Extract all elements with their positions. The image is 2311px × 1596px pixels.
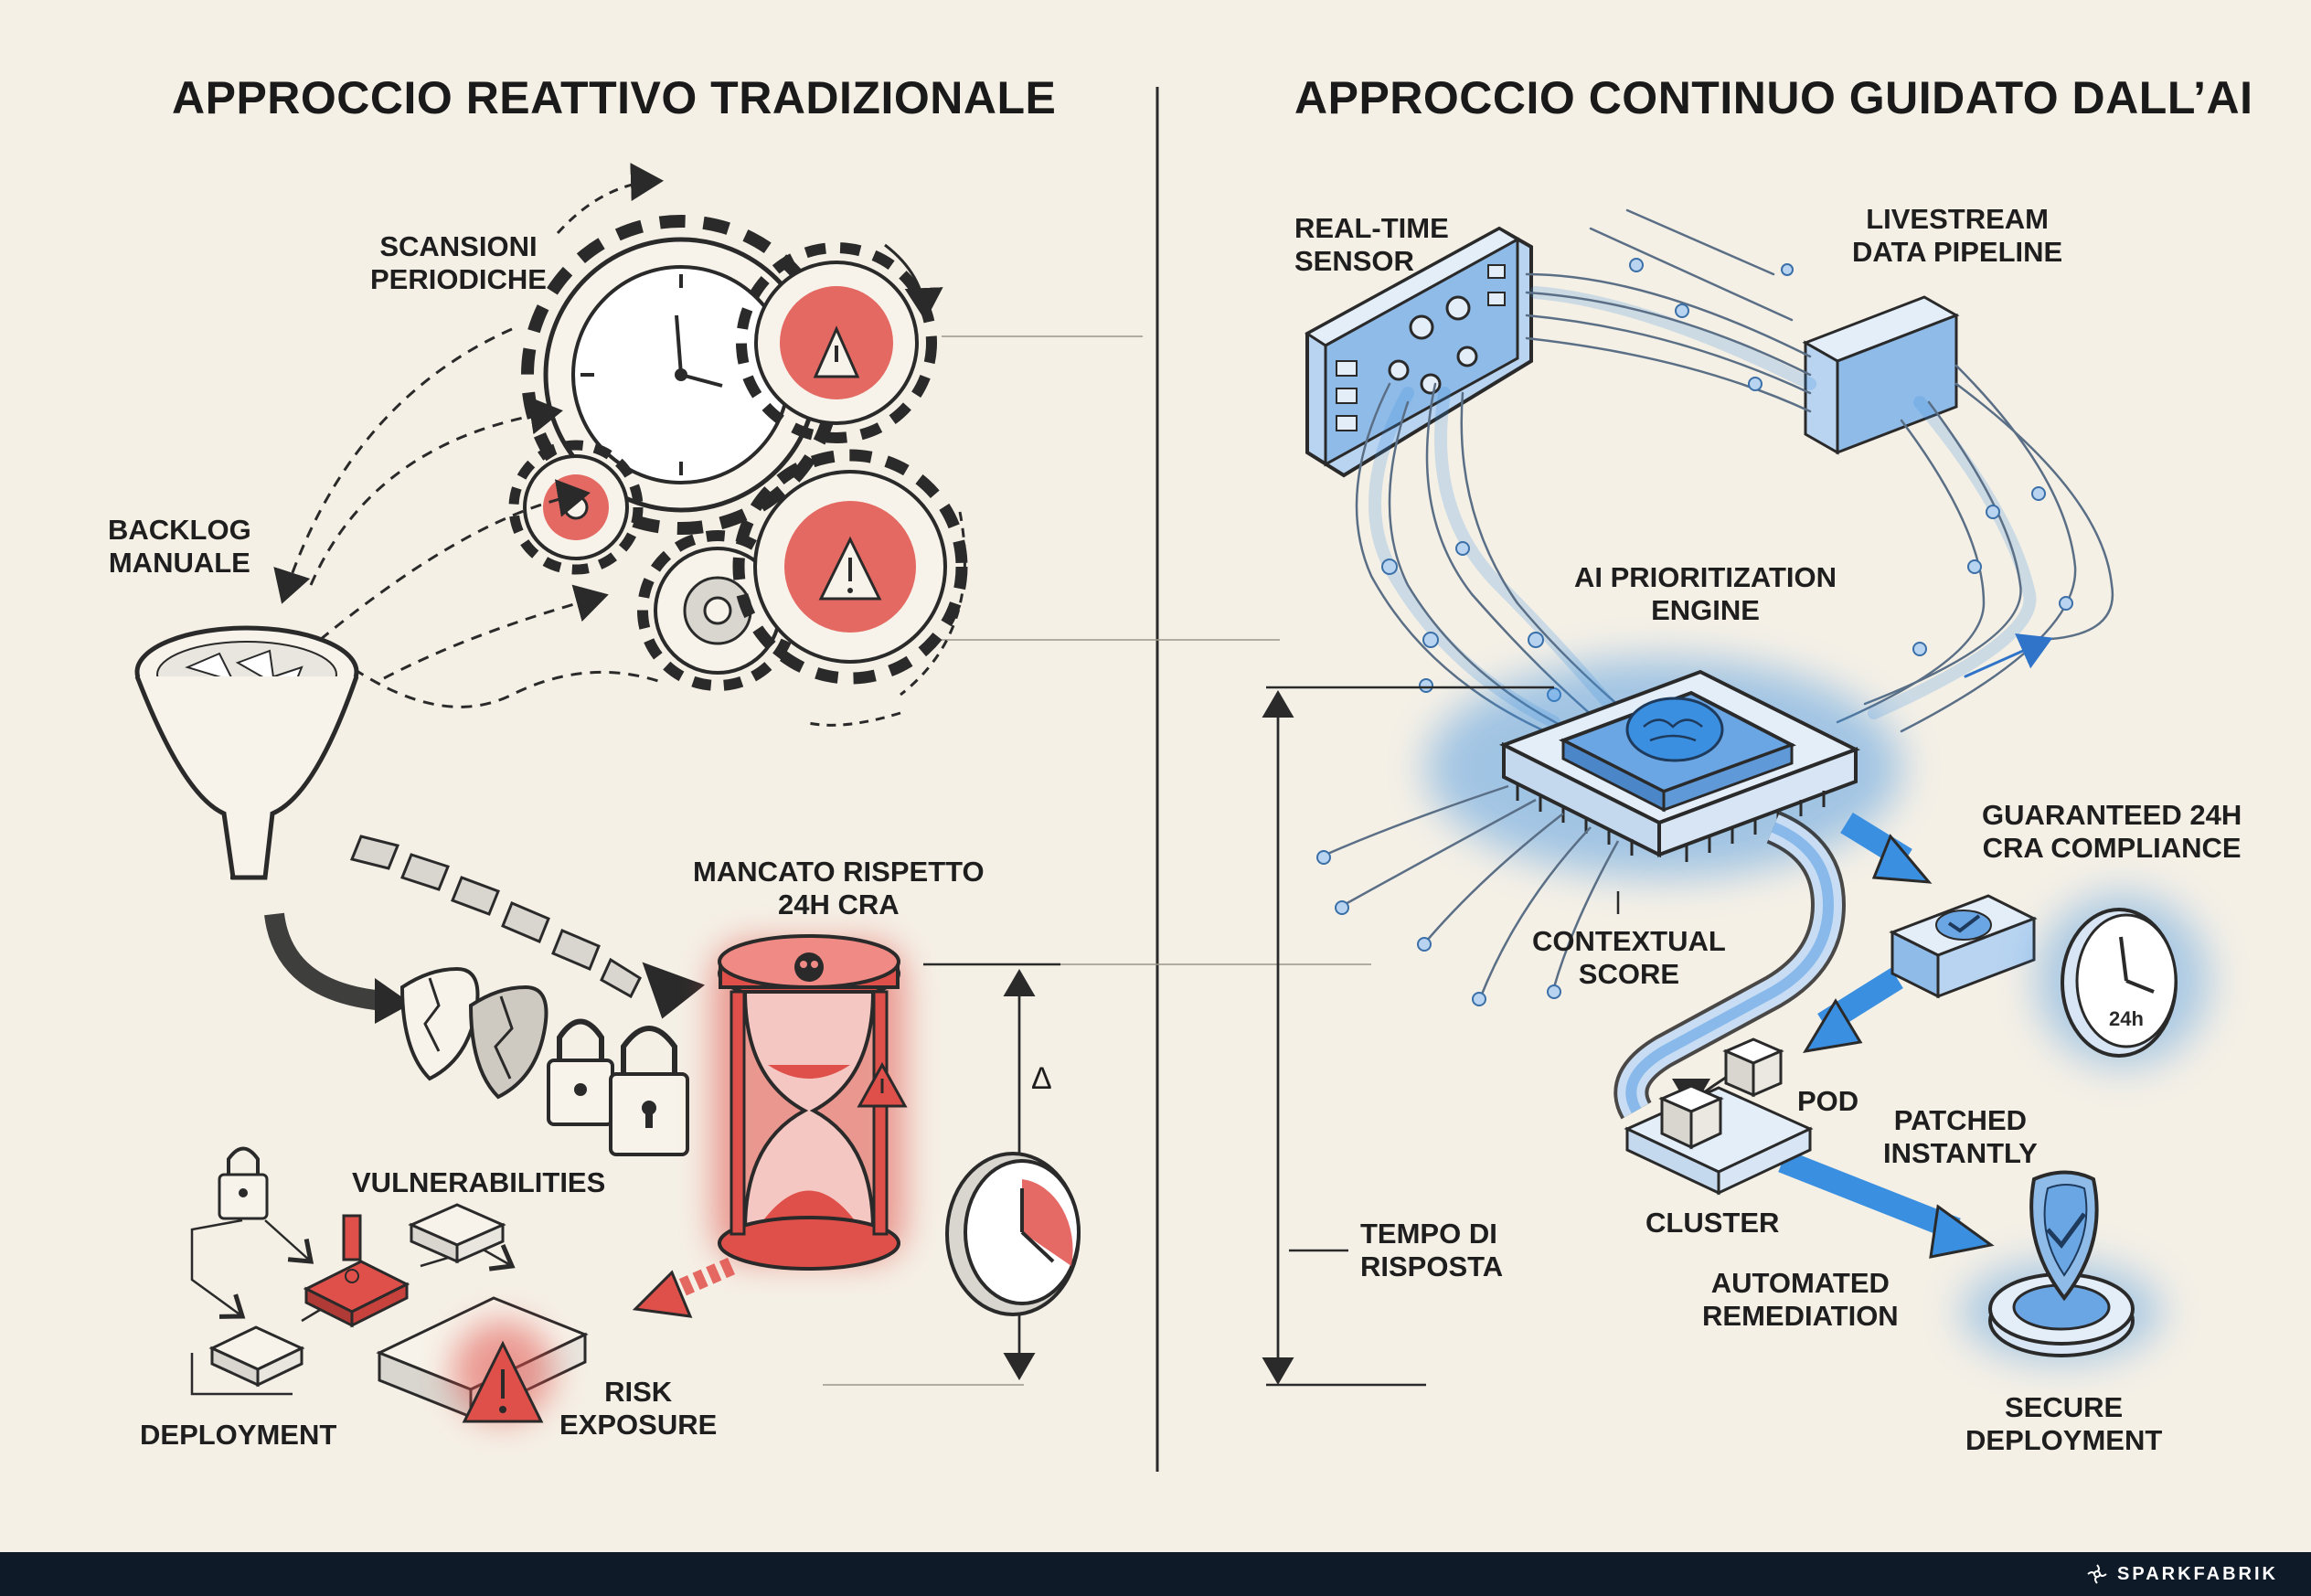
label-cluster: CLUSTER — [1645, 1207, 1779, 1240]
label-sensor-line2: SENSOR — [1294, 245, 1449, 278]
label-vulnerabilities: VULNERABILITIES — [352, 1166, 605, 1199]
label-pod: POD — [1797, 1085, 1858, 1118]
left-title: APPROCCIO REATTIVO TRADIZIONALE — [172, 71, 1056, 124]
label-backlog-line1: BACKLOG — [108, 514, 251, 547]
compliance-box-icon — [1892, 896, 2034, 996]
label-backlog-line2: MANUALE — [108, 547, 251, 580]
label-remediation-line2: REMEDIATION — [1702, 1300, 1899, 1333]
label-risk: RISK EXPOSURE — [559, 1376, 717, 1442]
secure-shield-icon — [1961, 1173, 2162, 1363]
label-sensor-line1: REAL-TIME — [1294, 212, 1449, 245]
label-engine-line2: ENGINE — [1574, 594, 1837, 627]
label-scansioni-line1: SCANSIONI — [370, 230, 547, 263]
broken-locks-icon — [402, 969, 687, 1154]
label-secure-line1: SECURE — [1965, 1391, 2162, 1424]
label-pipeline: LIVESTREAM DATA PIPELINE — [1852, 203, 2062, 269]
right-title: APPROCCIO CONTINUO GUIDATO DALL’AI — [1294, 71, 2253, 124]
label-mancato: MANCATO RISPETTO 24H CRA — [693, 856, 985, 921]
label-score: CONTEXTUAL SCORE — [1532, 925, 1726, 991]
risk-arrow — [635, 1266, 731, 1316]
remediation-path — [1631, 823, 1991, 1257]
flow-arrow — [274, 914, 384, 1001]
label-delta: Δ — [1031, 1062, 1052, 1095]
label-engine-line1: AI PRIORITIZATION — [1574, 561, 1837, 594]
label-tempo-line2: RISPOSTA — [1360, 1250, 1503, 1283]
label-scansioni: SCANSIONI PERIODICHE — [370, 230, 547, 296]
label-remediation: AUTOMATED REMEDIATION — [1702, 1267, 1899, 1333]
label-mancato-line1: MANCATO RISPETTO — [693, 856, 985, 888]
label-deployment: DEPLOYMENT — [140, 1419, 336, 1452]
label-patched: PATCHED INSTANTLY — [1883, 1104, 2038, 1170]
funnel-icon — [137, 628, 357, 878]
label-remediation-line1: AUTOMATED — [1702, 1267, 1899, 1300]
label-compliance: GUARANTEED 24H CRA COMPLIANCE — [1982, 799, 2242, 865]
label-secure: SECURE DEPLOYMENT — [1965, 1391, 2162, 1457]
label-score-line1: CONTEXTUAL — [1532, 925, 1726, 958]
label-pipeline-line1: LIVESTREAM — [1852, 203, 2062, 236]
hourglass-icon — [713, 936, 905, 1269]
gears-cluster-icon — [514, 181, 964, 725]
label-secure-line2: DEPLOYMENT — [1965, 1424, 2162, 1457]
label-mancato-line2: 24H CRA — [693, 888, 985, 921]
label-tempo: TEMPO DI RISPOSTA — [1360, 1218, 1503, 1283]
label-score-line2: SCORE — [1532, 958, 1726, 991]
brand-name: SPARKFABRIK — [2117, 1564, 2278, 1585]
brand-logo-icon — [2086, 1563, 2108, 1585]
clock-icon — [947, 1154, 1079, 1314]
label-patched-line2: INSTANTLY — [1883, 1137, 2038, 1170]
label-compliance-line2: CRA COMPLIANCE — [1982, 832, 2242, 865]
label-risk-line2: EXPOSURE — [559, 1409, 717, 1442]
label-backlog: BACKLOG MANUALE — [108, 514, 251, 580]
label-compliance-line1: GUARANTEED 24H — [1982, 799, 2242, 832]
clock-24h-icon: 24h — [2036, 893, 2210, 1067]
label-pipeline-line2: DATA PIPELINE — [1852, 236, 2062, 269]
label-engine: AI PRIORITIZATION ENGINE — [1574, 561, 1837, 627]
label-sensor: REAL-TIME SENSOR — [1294, 212, 1449, 278]
label-tempo-line1: TEMPO DI — [1360, 1218, 1503, 1250]
footer-bar: SPARKFABRIK — [0, 1552, 2311, 1596]
label-patched-line1: PATCHED — [1883, 1104, 2038, 1137]
label-risk-line1: RISK — [559, 1376, 717, 1409]
label-scansioni-line2: PERIODICHE — [370, 263, 547, 296]
clock-24h-text: 24h — [2109, 1007, 2144, 1030]
brand: SPARKFABRIK — [2086, 1563, 2278, 1585]
